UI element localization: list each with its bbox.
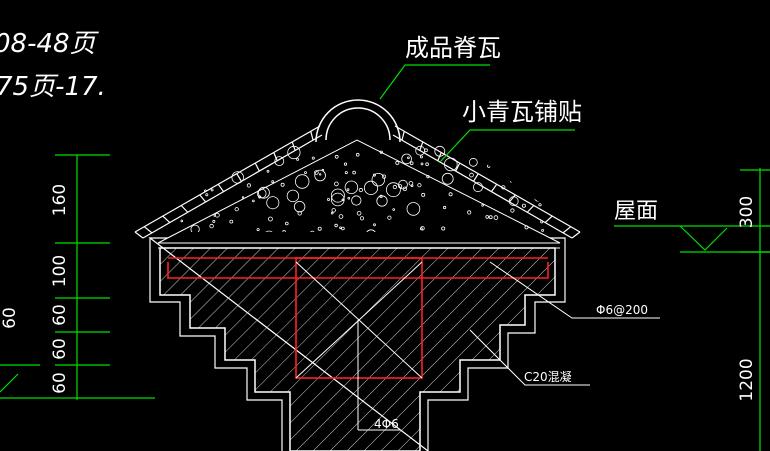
reference-line-2: 75页-17. xyxy=(0,72,106,102)
dim-far-left-60: 60 xyxy=(0,307,20,329)
rebar-cage xyxy=(167,257,549,379)
white-leaders xyxy=(469,261,660,386)
stirrup-label: Φ6@200 xyxy=(596,303,648,317)
roof-tiles xyxy=(134,125,581,239)
inner-diagonals xyxy=(295,261,423,431)
ridge-tile xyxy=(315,99,401,143)
mortar-fill xyxy=(157,139,561,249)
dim-left-60a: 60 xyxy=(50,304,70,326)
ridge-tile-label: 成品脊瓦 xyxy=(405,34,501,62)
left-dimension-chain xyxy=(0,154,155,400)
roof-surface-label: 屋面 xyxy=(614,199,658,224)
small-tile-label: 小青瓦铺贴 xyxy=(462,98,582,126)
concrete-label: C20混凝 xyxy=(524,369,572,384)
reference-line-1: 08-48页 xyxy=(0,29,100,59)
dim-left-60c: 60 xyxy=(50,372,70,394)
right-dimension-chain xyxy=(740,168,770,451)
dim-left-100: 100 xyxy=(50,255,70,287)
dim-right-1200: 1200 xyxy=(737,358,757,401)
bars-label: 4Φ6 xyxy=(374,417,399,431)
dim-right-300: 300 xyxy=(737,196,757,228)
dim-left-160: 160 xyxy=(50,184,70,216)
dim-left-60b: 60 xyxy=(50,338,70,360)
